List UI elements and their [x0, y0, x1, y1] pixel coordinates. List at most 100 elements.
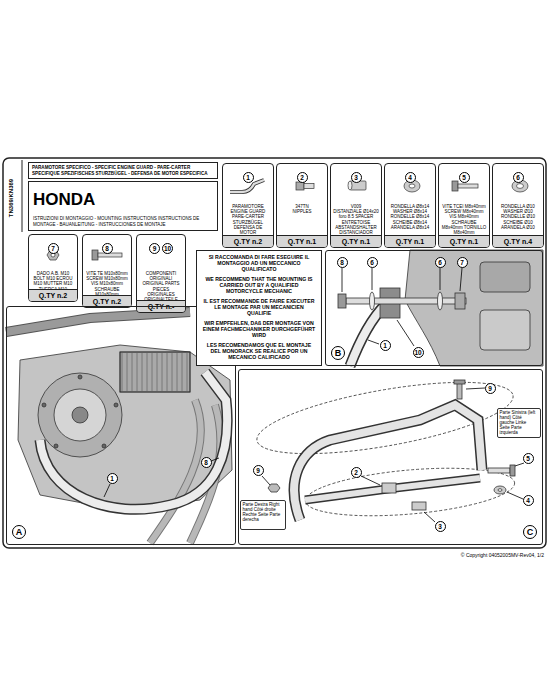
- engine-illustration: [150, 400, 201, 543]
- detail-c-illustration: [454, 380, 465, 384]
- part-icons: [296, 182, 304, 190]
- sheet-frame: [3, 158, 546, 548]
- engine-illustration: [211, 458, 219, 461]
- part-icons: [409, 184, 415, 188]
- warning-text: WIR EMPFEHLEN, DAß DER MONTAGE VON EINEM…: [202, 321, 316, 339]
- callout-number: 3: [351, 172, 362, 183]
- detail-b-illustration: [342, 268, 343, 292]
- detail-b-illustration: [397, 320, 414, 346]
- engine-illustration: [42, 403, 46, 407]
- part-box: 1PARAMOTORE ENGINE GUARD PARE-CARTER STU…: [222, 163, 274, 248]
- engine-illustration: [38, 373, 122, 457]
- part-box: 4RONDELLA Ø8x14 WASHER Ø8x14 RONDELLE Ø8…: [384, 163, 436, 248]
- engine-illustration: [72, 407, 88, 423]
- callout-number: 4: [405, 172, 416, 183]
- callout-number: 10: [162, 243, 173, 254]
- part-icons: [304, 184, 314, 189]
- caption-text: Parte Sinistra (left hand) Côté gauche L…: [500, 410, 538, 436]
- detail-c-illustration: [305, 478, 480, 500]
- detail-c-illustration: [305, 478, 480, 500]
- warning-text: IL EST RECOMMANDE DE FAIRE EXECUTER LE M…: [202, 299, 316, 317]
- detail-c-illustration: [510, 465, 515, 476]
- panel-letter: A: [12, 525, 26, 539]
- part-box: 5VITE TCEI M8x40mm SCREW M8x40mm VIS M8x…: [438, 163, 490, 248]
- detail-b-illustration: [338, 250, 543, 366]
- callout-number: 9: [485, 383, 496, 394]
- detail-b-illustration: [460, 268, 462, 291]
- callout-number: 2: [297, 172, 308, 183]
- part-icons: [452, 181, 458, 191]
- engine-illustration: [102, 444, 106, 448]
- warning-text: WE RECOMMEND THAT THE MOUNTING IS CARRIE…: [202, 277, 316, 295]
- part-box: 6RONDELLA Ø10 WASHER Ø10 RONDELLE Ø10 SC…: [492, 163, 544, 248]
- callout-number: 5: [523, 453, 534, 464]
- quantity: Q.TY n.1: [331, 235, 381, 247]
- callout-number: 1: [243, 172, 254, 183]
- detail-b-illustration: [480, 262, 530, 292]
- detail-c-illustration: [294, 405, 482, 520]
- detail-c-illustration: [515, 463, 524, 466]
- part-icons: [92, 250, 98, 260]
- engine-illustration: [120, 352, 190, 392]
- warning-text: SI RACCOMANDA DI FARE ESEGUIRE IL MONTAG…: [202, 255, 316, 273]
- detail-c-illustration: [507, 492, 523, 499]
- detail-b-illustration: [368, 340, 379, 344]
- part-description: PARAMOTORE ENGINE GUARD PARE-CARTER STUR…: [225, 204, 271, 235]
- callout-number: 8: [201, 457, 212, 468]
- part-box: 910COMPONENTI ORIGINALI ORIGINAL PARTS P…: [136, 234, 186, 313]
- side-tag: Parte Destra Right hand Côté droite Rech…: [240, 500, 286, 530]
- part-box: 8VITE TE M10x80mm SCREW M10x80mm VIS M10…: [82, 234, 132, 308]
- callout-number: 4: [523, 495, 534, 506]
- callout-number: 6: [435, 257, 446, 268]
- detail-c-illustration: [252, 368, 524, 523]
- engine-illustration: [78, 375, 82, 379]
- part-box: 3V009DISTANZIALE Ø14x20 foro 8.5 SPACER …: [330, 163, 382, 248]
- detail-panel: B: [325, 250, 543, 366]
- detail-c-illustration: [457, 383, 462, 399]
- callout-number: 6: [513, 172, 524, 183]
- detail-c-illustration: [303, 461, 516, 523]
- detail-b-illustration: [370, 292, 375, 310]
- callout-number: 6: [367, 257, 378, 268]
- engine-illustration: [40, 372, 227, 509]
- callout-number: 3: [435, 521, 446, 532]
- detail-c-illustration: [294, 405, 482, 520]
- callout-number: 7: [457, 257, 468, 268]
- caption-text: ISTRUZIONI DI MONTAGGIO - MOUNTING INSTR…: [33, 216, 213, 227]
- part-icons: [517, 184, 524, 189]
- warning-box: SI RACCOMANDA DI FARE ESEGUIRE IL MONTAG…: [196, 250, 322, 366]
- detail-b-illustration: [480, 310, 530, 350]
- part-code: TN369/KN369: [5, 162, 17, 234]
- copyright-note: © Copyright 04052005MV-Rev04, 1/2: [296, 552, 544, 558]
- side-tag: Parte Sinistra (left hand) Côté gauche L…: [497, 408, 541, 438]
- callout-number: 2: [351, 467, 362, 478]
- engine-illustration: [6, 312, 190, 332]
- callout-number: 10: [413, 347, 424, 358]
- part-description: DISTANZIALE Ø14x20 foro 8.5 SPACER ENTRE…: [333, 209, 379, 235]
- detail-b-illustration: [438, 292, 443, 310]
- quantity: Q.TY n.1: [277, 235, 327, 247]
- engine-illustration: [6, 312, 190, 332]
- detail-c-illustration: [498, 489, 502, 492]
- callout-number: 1: [380, 340, 391, 351]
- detail-b-illustration: [440, 268, 441, 290]
- part-description: NIPPLES: [279, 209, 325, 214]
- sheet-frame: [22, 160, 23, 232]
- brand-box: HONDAISTRUZIONI DI MONTAGGIO - MOUNTING …: [28, 181, 218, 231]
- part-icons: [348, 181, 352, 190]
- part-description: RONDELLA Ø10 WASHER Ø10 RONDELLE Ø10 SCH…: [495, 204, 541, 230]
- detail-c-illustration: [361, 476, 380, 485]
- header-box: PARAMOTORE SPECIFICO - SPECIFIC ENGINE G…: [28, 162, 218, 179]
- part-box: 7DADO A.B. M10 BOLT M10 ECROU M10 MUTTER…: [28, 234, 78, 302]
- engine-illustration: [104, 484, 110, 497]
- detail-c-illustration: [424, 512, 435, 522]
- engine-illustration: [54, 444, 58, 448]
- warning-text: LES RECOMENDAMOS QUE EL MONTAJE DEL MONO…: [202, 343, 316, 361]
- detail-b-illustration: [338, 294, 346, 308]
- detail-b-illustration: [372, 268, 373, 290]
- detail-c-illustration: [268, 484, 280, 492]
- quantity: Q.TY n.1: [385, 235, 435, 247]
- detail-c-illustration: [382, 483, 396, 493]
- caption-text: Parte Destra Right hand Côté droite Rech…: [243, 502, 283, 523]
- quantity: Q.TY n.1: [439, 235, 489, 247]
